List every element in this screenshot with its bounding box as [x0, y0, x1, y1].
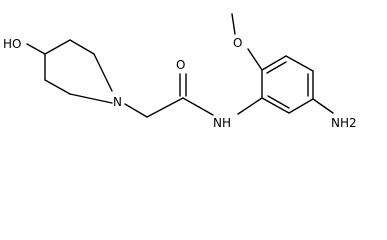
amide-nh-label: NH	[213, 116, 231, 130]
bond	[182, 97, 214, 116]
methoxy-oxygen-label: O	[233, 36, 242, 50]
methoxy-group	[231, 13, 263, 71]
piperidine-ring	[26, 39, 113, 104]
chemical-structure-diagram: HO N O NH O NH2	[3, 13, 357, 130]
hydroxyl-label: HO	[3, 37, 21, 51]
benzene-ring	[237, 55, 314, 115]
bond	[231, 13, 236, 35]
bond	[247, 48, 263, 71]
bond	[93, 53, 113, 92]
bond	[44, 39, 71, 55]
bond	[312, 98, 334, 114]
bond	[124, 103, 148, 118]
bond	[69, 93, 113, 104]
aromatic-inner-bond	[266, 61, 287, 74]
amine-group	[312, 98, 334, 114]
bond	[261, 97, 290, 114]
bond	[261, 55, 287, 71]
bond	[237, 97, 263, 115]
aromatic-inner-bond	[267, 95, 290, 109]
bond	[288, 98, 314, 114]
bond	[26, 43, 46, 55]
bond	[44, 79, 71, 95]
bond	[69, 39, 95, 55]
bond	[285, 55, 314, 72]
bond	[146, 97, 184, 118]
amide-linker	[124, 73, 214, 118]
amine-label: NH2	[331, 116, 357, 130]
piperidine-nitrogen-label: N	[113, 95, 122, 109]
carbonyl-oxygen-label: O	[176, 58, 185, 72]
